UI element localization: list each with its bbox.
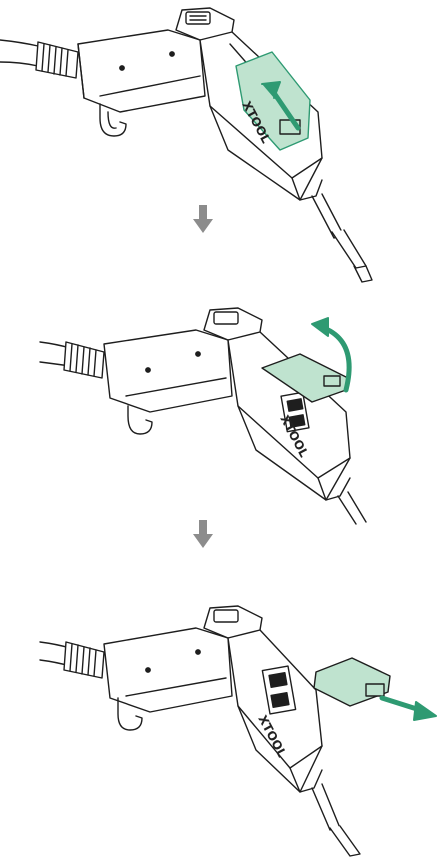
exposed-slot	[280, 391, 310, 433]
step-3-panel: XTOOL	[0, 580, 442, 868]
gun-body	[103, 329, 233, 413]
gun-body	[77, 29, 206, 113]
hook	[127, 405, 153, 435]
exposed-slot	[261, 665, 297, 715]
cable	[0, 39, 79, 79]
welding-gun-illustration-2: XTOOL	[39, 307, 367, 525]
step-2-panel: XTOOL	[0, 290, 442, 530]
arrow-out-icon	[379, 695, 437, 721]
nozzle	[291, 177, 373, 283]
nozzle	[289, 767, 361, 857]
step-1-panel: XTOOL	[0, 0, 442, 290]
curved-arrow-icon	[311, 317, 352, 393]
cover-panel-removed	[313, 657, 391, 707]
hook	[99, 103, 127, 137]
straight-arrow-up-icon	[261, 81, 301, 131]
down-arrow-icon	[192, 205, 214, 235]
hook	[117, 697, 143, 731]
nozzle	[317, 477, 367, 525]
down-arrow-icon	[192, 520, 214, 550]
cable	[39, 641, 105, 679]
cable	[39, 341, 105, 379]
welding-gun-illustration-1: XTOOL	[0, 7, 373, 283]
gun-body	[103, 627, 233, 713]
welding-gun-illustration-3: XTOOL	[39, 605, 437, 857]
